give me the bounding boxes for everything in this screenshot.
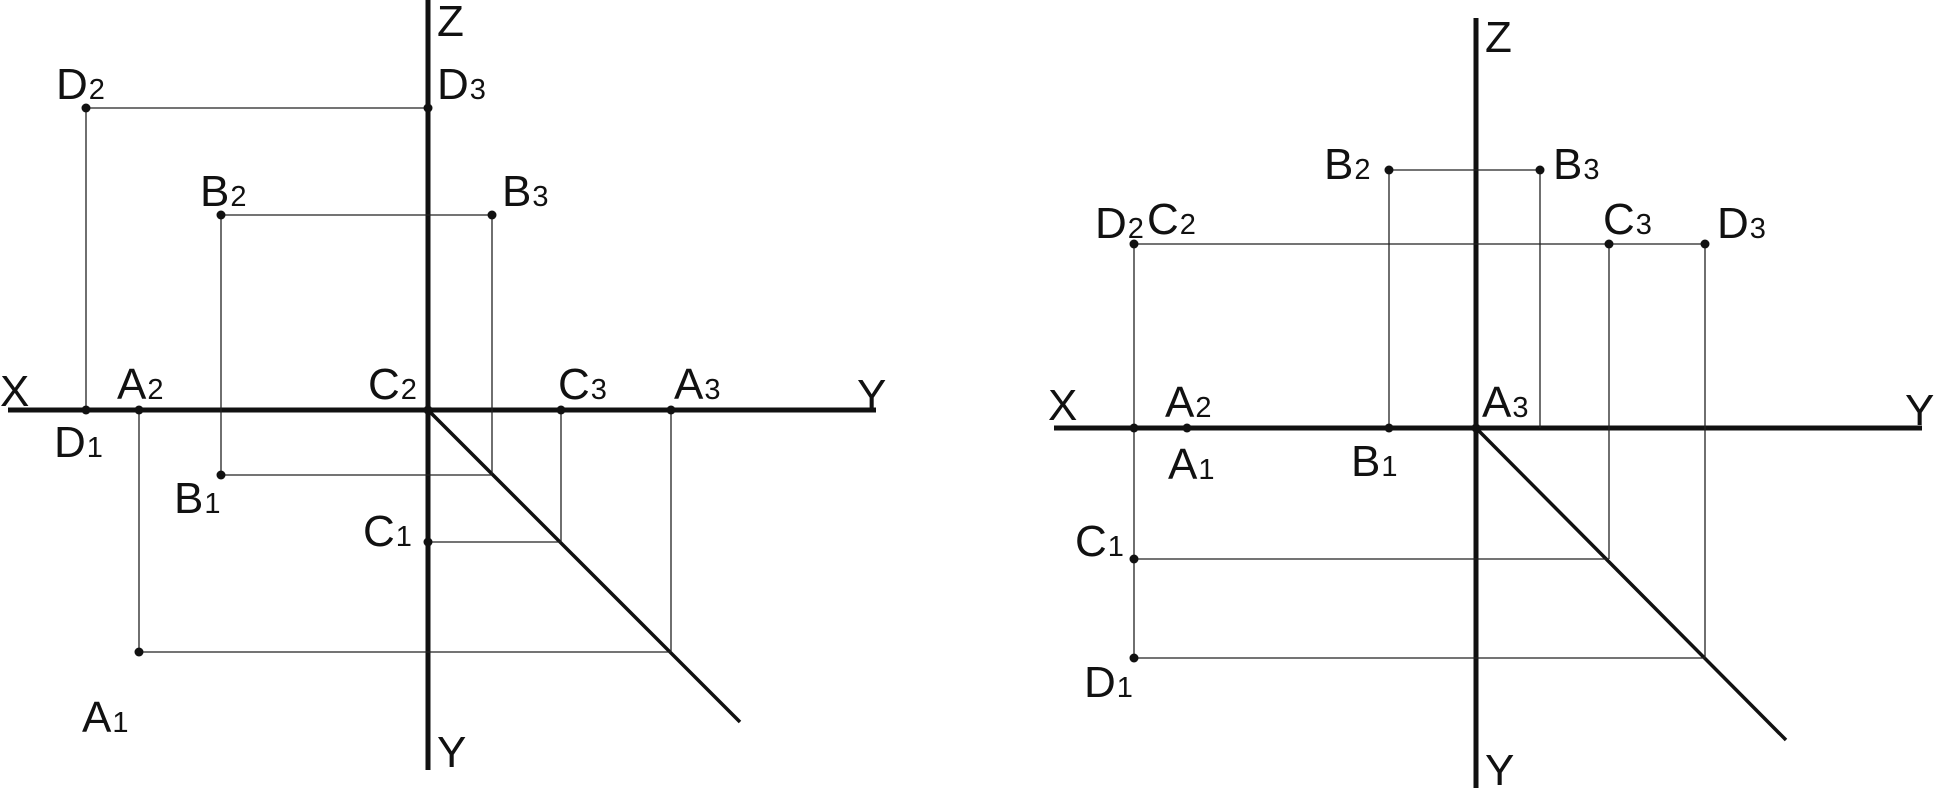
right-diagram: X Y Z Y B2 B3 D2 C2 C3 D3 A2 A3 A1 B1 C1…: [1048, 13, 1934, 788]
left-point-d3: [423, 103, 433, 113]
left-label-d3: D3: [437, 60, 486, 109]
left-label-b3: B3: [502, 167, 549, 216]
left-label-a1: A1: [82, 693, 129, 742]
left-point-b1: [216, 470, 226, 480]
right-label-c2: C2: [1147, 195, 1196, 244]
left-point-a2: [134, 405, 144, 415]
right-point-c3: [1604, 239, 1614, 249]
left-label-d1: D1: [54, 418, 103, 467]
left-point-d2: [81, 103, 91, 113]
right-axis-label-z: Z: [1485, 13, 1512, 62]
right-axis-label-y-right: Y: [1905, 386, 1934, 435]
left-point-a1: [134, 647, 144, 657]
left-point-c2: [423, 405, 433, 415]
right-points: [1129, 165, 1710, 663]
right-axis-label-y-down: Y: [1485, 746, 1514, 788]
right-axis-label-x: X: [1048, 381, 1077, 430]
left-point-b2: [216, 210, 226, 220]
left-point-a3: [666, 405, 676, 415]
left-label-c3: C3: [558, 360, 607, 409]
left-label-b1: B1: [174, 474, 221, 523]
left-points: [81, 103, 676, 657]
right-label-a3: A3: [1482, 378, 1529, 427]
left-diagonal: [426, 408, 742, 724]
left-diagram: X Y Z Y D2 D3 B2 B3 C2 C3 A3 A2 D1 B1 C1…: [0, 0, 886, 777]
right-label-d3: D3: [1717, 199, 1766, 248]
right-point-a3: [1471, 423, 1481, 433]
right-label-c1: C1: [1075, 517, 1124, 566]
left-label-d2: D2: [56, 60, 105, 109]
right-label-d2: D2: [1095, 199, 1144, 248]
left-axis-label-x: X: [0, 367, 29, 416]
left-label-a3: A3: [674, 360, 721, 409]
right-point-b2: [1384, 165, 1394, 175]
right-point-a2a1: [1182, 423, 1192, 433]
right-diagonal: [1474, 426, 1788, 742]
left-projection-lines: [85, 107, 672, 653]
left-label-a2: A2: [117, 360, 164, 409]
left-axis-label-y-down: Y: [437, 728, 466, 777]
left-label-c2: C2: [368, 360, 417, 409]
right-label-c3: C3: [1603, 195, 1652, 244]
left-point-d1: [81, 405, 91, 415]
right-point-x-origin: [1129, 423, 1139, 433]
left-point-c1: [423, 537, 433, 547]
right-label-a1: A1: [1168, 440, 1215, 489]
right-point-d1: [1129, 653, 1139, 663]
left-axis-label-z: Z: [437, 0, 464, 46]
right-label-b3: B3: [1553, 140, 1600, 189]
left-point-b3: [487, 210, 497, 220]
right-label-a2: A2: [1165, 378, 1212, 427]
right-label-b1: B1: [1351, 437, 1398, 486]
left-label-b2: B2: [200, 167, 247, 216]
right-point-b1: [1384, 423, 1394, 433]
left-point-c3: [556, 405, 566, 415]
left-label-c1: C1: [363, 507, 412, 556]
right-point-d3: [1700, 239, 1710, 249]
right-label-d1: D1: [1084, 658, 1133, 707]
right-point-c1: [1129, 554, 1139, 564]
left-axis-label-y-right: Y: [857, 371, 886, 420]
right-point-b3: [1535, 165, 1545, 175]
right-label-b2: B2: [1324, 140, 1371, 189]
right-point-d2c2: [1129, 239, 1139, 249]
